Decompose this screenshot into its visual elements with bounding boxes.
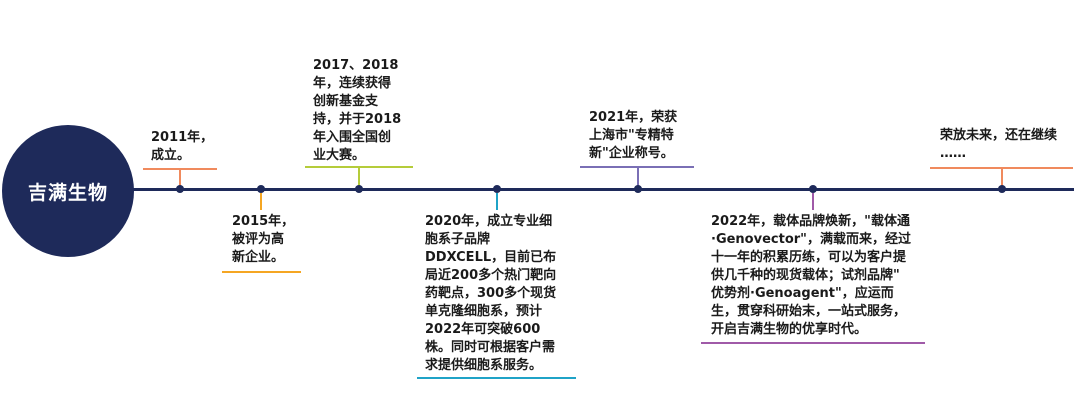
event-bar-2017: [305, 166, 413, 168]
event-bar-future: [930, 167, 1073, 169]
event-text-2015: 2015年， 被评为高 新企业。: [232, 214, 295, 265]
event-text-2017: 2017、2018 年，连续获得 创新基金支 持，并于2018 年入围全国创 业…: [313, 58, 402, 163]
company-circle: 吉满生物: [2, 125, 134, 257]
event-bar-2020: [417, 377, 576, 379]
event-tick-2021: [637, 168, 639, 188]
event-bar-2022: [701, 342, 925, 344]
event-text-2022: 2022年，载体品牌焕新，"载体通 ·Genovector"，满载而来，经过 十…: [711, 214, 911, 337]
event-text-2011: 2011年， 成立。: [151, 130, 214, 163]
event-bar-2021: [580, 166, 694, 168]
event-dot-future: [998, 185, 1006, 193]
event-dot-2011: [176, 185, 184, 193]
event-dot-2017: [355, 185, 363, 193]
event-dot-2021: [634, 185, 642, 193]
event-dot-2020: [493, 185, 501, 193]
event-tick-2011: [179, 170, 181, 188]
event-tick-2022: [812, 193, 814, 210]
event-dot-2022: [809, 185, 817, 193]
event-tick-2020: [496, 193, 498, 210]
company-name: 吉满生物: [27, 181, 108, 204]
event-tick-2015: [260, 193, 262, 210]
event-tick-future: [1001, 169, 1003, 188]
event-bar-2011: [143, 168, 217, 170]
event-tick-2017: [358, 168, 360, 188]
timeline-axis: [132, 188, 1074, 191]
event-text-2020: 2020年，成立专业细 胞系子品牌 DDXCELL，目前已布 局近200多个热门…: [425, 214, 557, 373]
event-text-2021: 2021年，荣获 上海市"专精特 新"企业称号。: [589, 110, 678, 161]
event-bar-2015: [222, 271, 301, 273]
event-dot-2015: [257, 185, 265, 193]
event-text-future: 荣放未来，还在继续 ……: [940, 128, 1058, 161]
